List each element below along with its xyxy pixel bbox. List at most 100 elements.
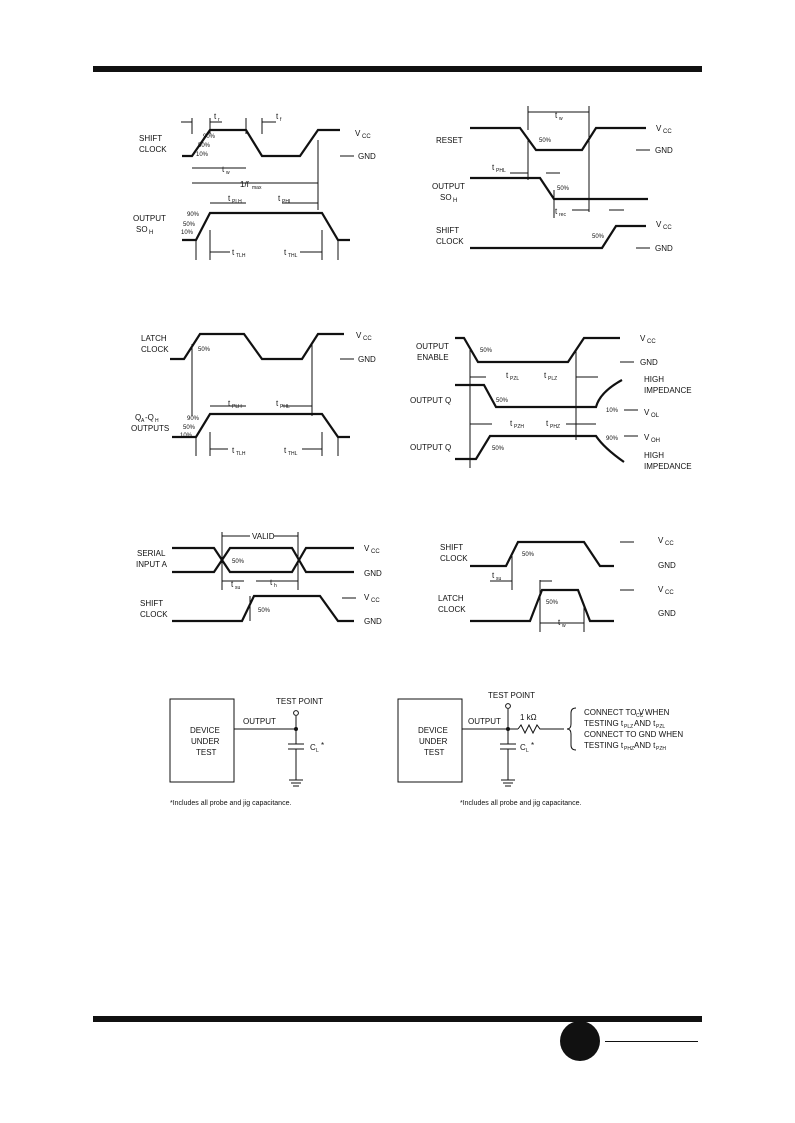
svg-text:PLH: PLH (232, 199, 242, 205)
shift-clock-label-2: CLOCK (139, 145, 167, 154)
svg-text:t: t (228, 399, 231, 408)
svg-text:PHL: PHL (280, 404, 290, 410)
serial-input-lower (172, 546, 354, 574)
shift-clock-waveform (182, 128, 340, 158)
svg-text:CLOCK: CLOCK (436, 237, 464, 246)
svg-text:PLZ: PLZ (548, 376, 557, 382)
svg-text:max: max (252, 185, 262, 191)
svg-text:OUTPUT Q: OUTPUT Q (410, 443, 451, 452)
svg-text:DEVICE: DEVICE (190, 726, 220, 735)
svg-text:AND t: AND t (634, 719, 656, 728)
svg-text:TEST: TEST (424, 748, 445, 757)
svg-text:CC: CC (371, 549, 380, 555)
svg-text:SHIFT: SHIFT (440, 543, 463, 552)
svg-text:10%: 10% (180, 433, 193, 439)
svg-text:CLOCK: CLOCK (438, 605, 466, 614)
svg-text:PZH: PZH (656, 746, 666, 752)
svg-text:90%: 90% (187, 416, 200, 422)
svg-text:t: t (555, 207, 558, 216)
bottom-rule (93, 1016, 702, 1022)
svg-text:su: su (496, 576, 502, 582)
svg-text:su: su (235, 585, 241, 591)
svg-text:50%: 50% (183, 425, 196, 431)
svg-text:CC: CC (647, 339, 656, 345)
svg-text:t: t (276, 399, 279, 408)
svg-text:SO: SO (440, 193, 452, 202)
serial-shift-clock-waveform (172, 594, 354, 623)
svg-text:PZL: PZL (510, 376, 519, 382)
svg-text:C: C (310, 743, 316, 752)
sl-latch-clock-waveform (470, 588, 614, 623)
svg-text:GND: GND (658, 609, 676, 618)
svg-text:H: H (155, 418, 159, 424)
svg-text:50%: 50% (183, 222, 196, 228)
svg-text:V: V (658, 536, 664, 545)
svg-text:50%: 50% (232, 559, 245, 565)
svg-text:CLOCK: CLOCK (141, 345, 169, 354)
output-enable-waveform (455, 336, 620, 364)
svg-text:OUTPUT: OUTPUT (432, 182, 465, 191)
reset-waveform (470, 126, 646, 152)
svg-text:t: t (276, 112, 279, 121)
svg-text:PZL: PZL (656, 724, 665, 730)
capacitance-note-1: *Includes all probe and jig capacitance. (170, 800, 292, 807)
svg-text:V: V (658, 585, 664, 594)
svg-text:50%: 50% (522, 552, 535, 558)
shift-clock-label-1: SHIFT (139, 134, 162, 143)
svg-text:CC: CC (665, 590, 674, 596)
svg-text:50%: 50% (198, 143, 211, 149)
test-point-label-1: TEST POINT (276, 697, 323, 706)
svg-text:CONNECT TO GND WHEN: CONNECT TO GND WHEN (584, 730, 683, 739)
capacitance-note-2: *Includes all probe and jig capacitance. (460, 800, 582, 807)
svg-text:HIGH: HIGH (644, 451, 664, 460)
svg-text:50%: 50% (539, 138, 552, 144)
svg-text:50%: 50% (592, 234, 605, 240)
gnd-label: GND (358, 152, 376, 161)
output-label-1: OUTPUT (243, 717, 276, 726)
svg-text:CLOCK: CLOCK (440, 554, 468, 563)
svg-text:TESTING t: TESTING t (584, 741, 624, 750)
test-circuit-2: DEVICE UNDER TEST TEST POINT OUTPUT 1 kΩ… (397, 691, 683, 787)
svg-text:t: t (278, 194, 281, 203)
svg-text:OUTPUT Q: OUTPUT Q (410, 396, 451, 405)
svg-text:h: h (274, 583, 277, 589)
svg-text:90%: 90% (606, 436, 619, 442)
svg-text:50%: 50% (198, 347, 211, 353)
svg-text:UNDER: UNDER (419, 737, 448, 746)
top-rule (93, 66, 702, 72)
svg-text:f: f (280, 117, 282, 123)
svg-text:IMPEDANCE: IMPEDANCE (644, 386, 692, 395)
svg-text:L: L (316, 748, 319, 754)
latch-clock-waveform (170, 332, 344, 361)
output-soh-label-2: SO (136, 225, 148, 234)
svg-text:TLH: TLH (236, 253, 246, 259)
output-label-2: OUTPUT (468, 717, 501, 726)
svg-text:C: C (520, 743, 526, 752)
svg-text:90%: 90% (203, 134, 216, 140)
svg-text:GND: GND (358, 355, 376, 364)
svg-text:HIGH: HIGH (644, 375, 664, 384)
svg-text:DEVICE: DEVICE (418, 726, 448, 735)
svg-text:t: t (231, 580, 234, 589)
svg-text:Q: Q (135, 413, 141, 422)
svg-text:CC: CC (371, 598, 380, 604)
svg-text:t: t (492, 571, 495, 580)
output-q-low-waveform (455, 379, 623, 409)
svg-text:10%: 10% (181, 230, 194, 236)
svg-text:GND: GND (655, 146, 673, 155)
svg-text:t: t (284, 446, 287, 455)
output-soh-label-1: OUTPUT (133, 214, 166, 223)
svg-text:50%: 50% (480, 348, 493, 354)
serial-input-upper (172, 546, 354, 574)
svg-text:*: * (531, 741, 534, 750)
svg-text:V: V (356, 331, 362, 340)
svg-text:H: H (453, 198, 457, 204)
svg-text:LATCH: LATCH (141, 334, 167, 343)
svg-text:50%: 50% (546, 600, 559, 606)
qa-qh-output-waveform (172, 412, 350, 439)
device-under-test-box-2 (397, 698, 463, 783)
